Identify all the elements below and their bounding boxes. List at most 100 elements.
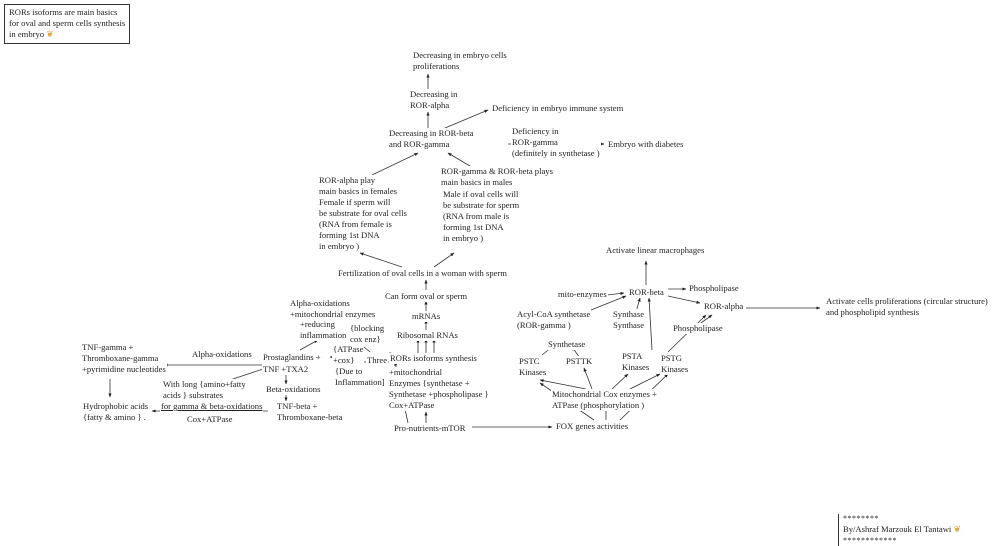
node-gamma-beta-males: ROR-gamma & ROR-beta plays main basics i… <box>440 166 554 188</box>
text-line: Kinases <box>519 367 547 377</box>
node-ror-alpha: ROR-alpha <box>703 301 745 312</box>
node-activate-proliferations: Activate cells proliferations (circular … <box>825 296 989 318</box>
node-pro-mtor: Pro-nutrients-mTOR <box>393 423 467 434</box>
text-line: Prostaglandins + <box>263 352 321 362</box>
text-line: Kinases <box>622 362 650 372</box>
text-line: Ribosomal RNAs <box>397 330 458 340</box>
text-line: Phospholipase <box>689 283 739 293</box>
node-acyl-coa: Acyl-CoA synthetase (ROR-gamma ) <box>516 309 592 331</box>
text-line: Activate linear macrophages <box>606 245 705 255</box>
text-line: Male if oval cells will <box>443 189 519 199</box>
note-line-3: in embryo ❦ <box>9 29 125 41</box>
node-alpha-oxidations-left: Alpha-oxidations <box>191 349 253 360</box>
note-line-3-text: in embryo <box>9 29 45 40</box>
text-line: Decreasing in <box>410 89 458 99</box>
text-line: Mitochondrial Cox enzymes + <box>552 389 657 399</box>
note-line-1: RORs isoforms are main basics <box>9 7 118 17</box>
node-alpha-oxidations-top: Alpha-oxidations +mitochondrial enzymes <box>289 298 377 320</box>
node-deficiency-gamma: Deficiency in ROR-gamma (definitely in s… <box>511 126 601 159</box>
text-line: PSTA <box>622 351 643 361</box>
node-pstg: PSTG Kinases <box>660 353 690 375</box>
node-decreasing-beta-gamma: Decreasing in ROR-beta and ROR-gamma <box>388 128 475 150</box>
text-line: {Due to <box>335 366 363 376</box>
node-tnf-beta: TNF-beta + Thromboxane-beta <box>276 401 344 423</box>
text-line: Embryo with diabetes <box>608 139 684 149</box>
text-line: Decreasing in embryo cells <box>413 50 507 60</box>
text-line: Synthase <box>613 320 645 330</box>
arrow-mitocox-psttk <box>583 367 593 390</box>
arrow-females-decbg <box>371 152 419 176</box>
node-phospholipase-top: Phospholipase <box>688 283 740 294</box>
author-text: By/Ashraf Marzouk El Tantawi <box>843 524 952 535</box>
text-line: ROR-alpha <box>410 100 450 110</box>
node-decreasing-prolif: Decreasing in embryo cells proliferation… <box>412 50 508 72</box>
text-line: Thromboxane-beta <box>277 412 343 422</box>
text-line: (ROR-gamma ) <box>517 320 571 330</box>
text-line: +cox} <box>333 355 355 365</box>
text-line: inflammation <box>300 330 347 340</box>
text-line: Alpha-oxidations <box>290 298 350 308</box>
node-fertilization: Fertilization of oval cells in a woman w… <box>337 268 508 279</box>
text-line: forming 1st DNA <box>319 230 380 240</box>
text-line: Cox+ATPase <box>389 400 435 410</box>
node-mito-cox: Mitochondrial Cox enzymes + ATPase (phos… <box>551 389 658 411</box>
text-line: PSTG <box>661 353 683 363</box>
text-line: Thromboxane-gamma <box>82 353 159 363</box>
arrow-pg-reduce <box>299 339 319 351</box>
text-line: (RNA from male is <box>443 211 510 221</box>
text-line: in embryo ) <box>443 233 484 243</box>
text-line: PSTC <box>519 356 540 366</box>
text-line: Inflammation] <box>335 377 385 387</box>
node-beta-oxidations: Beta-oxidations <box>265 384 322 395</box>
arrow-males-decbg <box>447 152 471 167</box>
node-prostaglandins: Prostaglandins + <box>262 352 322 363</box>
text-line: Activate cells proliferations (circular … <box>826 296 988 306</box>
node-decreasing-alpha: Decreasing in ROR-alpha <box>409 89 459 111</box>
text-line: in embryo ) <box>319 241 360 251</box>
text-line: PSTTK <box>566 356 593 366</box>
node-for-gamma-beta: for gamma & beta-oxidations <box>160 401 264 412</box>
node-blocking: {blocking cox enz} <box>349 323 386 345</box>
author-stars-top: ******** <box>843 514 879 523</box>
text-line: Kinases <box>661 364 689 374</box>
node-synthase: Synthase Synthase <box>612 309 646 331</box>
text-line: ROR-alpha play <box>319 175 376 185</box>
text-line: With long {amino+fatty <box>163 379 246 389</box>
text-line: Deficiency in <box>512 126 559 136</box>
text-line: +reducing <box>300 319 335 329</box>
node-pstc: PSTC Kinases <box>518 356 548 378</box>
node-male-oval: Male if oval cells will be substrate for… <box>442 189 521 244</box>
text-line: Decreasing in ROR-beta <box>389 128 474 138</box>
node-long-amino: With long {amino+fatty acids } substrate… <box>162 379 247 401</box>
text-line: RORs isoforms synthesis <box>390 353 477 363</box>
arrow-fert-female <box>359 252 403 268</box>
node-psta: PSTA Kinases <box>621 351 651 373</box>
node-alpha-females: ROR-alpha play main basics in females <box>318 175 399 197</box>
text-line: Phospholipase <box>673 323 723 333</box>
author-stars-bottom: ************ <box>843 536 897 546</box>
node-cox-atpase-left: Cox+ATPase <box>186 414 234 425</box>
text-line: FOX genes activities <box>556 421 629 431</box>
text-line: +mitochondrial enzymes <box>290 309 376 319</box>
leaf-icon: ❦ <box>953 524 962 535</box>
text-line: ROR-alpha <box>704 301 744 311</box>
text-line: Female if sperm will <box>319 197 391 207</box>
node-mito-enzymes-right: mito-enzymes <box>557 289 608 300</box>
arrow-psta-rorbeta <box>647 297 653 351</box>
node-psttk: PSTTK <box>565 356 594 367</box>
arrow-fert-male <box>433 252 455 268</box>
node-ribosomal-rnas: Ribosomal RNAs <box>396 330 459 341</box>
text-line: Alpha-oxidations <box>192 349 252 359</box>
text-line: and phospholipid synthesis <box>826 307 920 317</box>
arrow-longamino-pg <box>229 367 267 381</box>
text-line: Cox+ATPase <box>187 414 233 424</box>
text-line: forming 1st DNA <box>443 222 504 232</box>
node-three: Three <box>366 355 389 366</box>
text-line: {fatty & amino } . <box>83 412 146 422</box>
text-line: Synthase <box>613 309 645 319</box>
text-line: Hydrophobic acids <box>83 401 149 411</box>
node-female-sperm: Female if sperm will be substrate for ov… <box>318 197 408 252</box>
node-deficiency-immune: Deficiency in embryo immune system <box>491 103 625 114</box>
arrow-mito-rorbeta <box>606 291 625 296</box>
